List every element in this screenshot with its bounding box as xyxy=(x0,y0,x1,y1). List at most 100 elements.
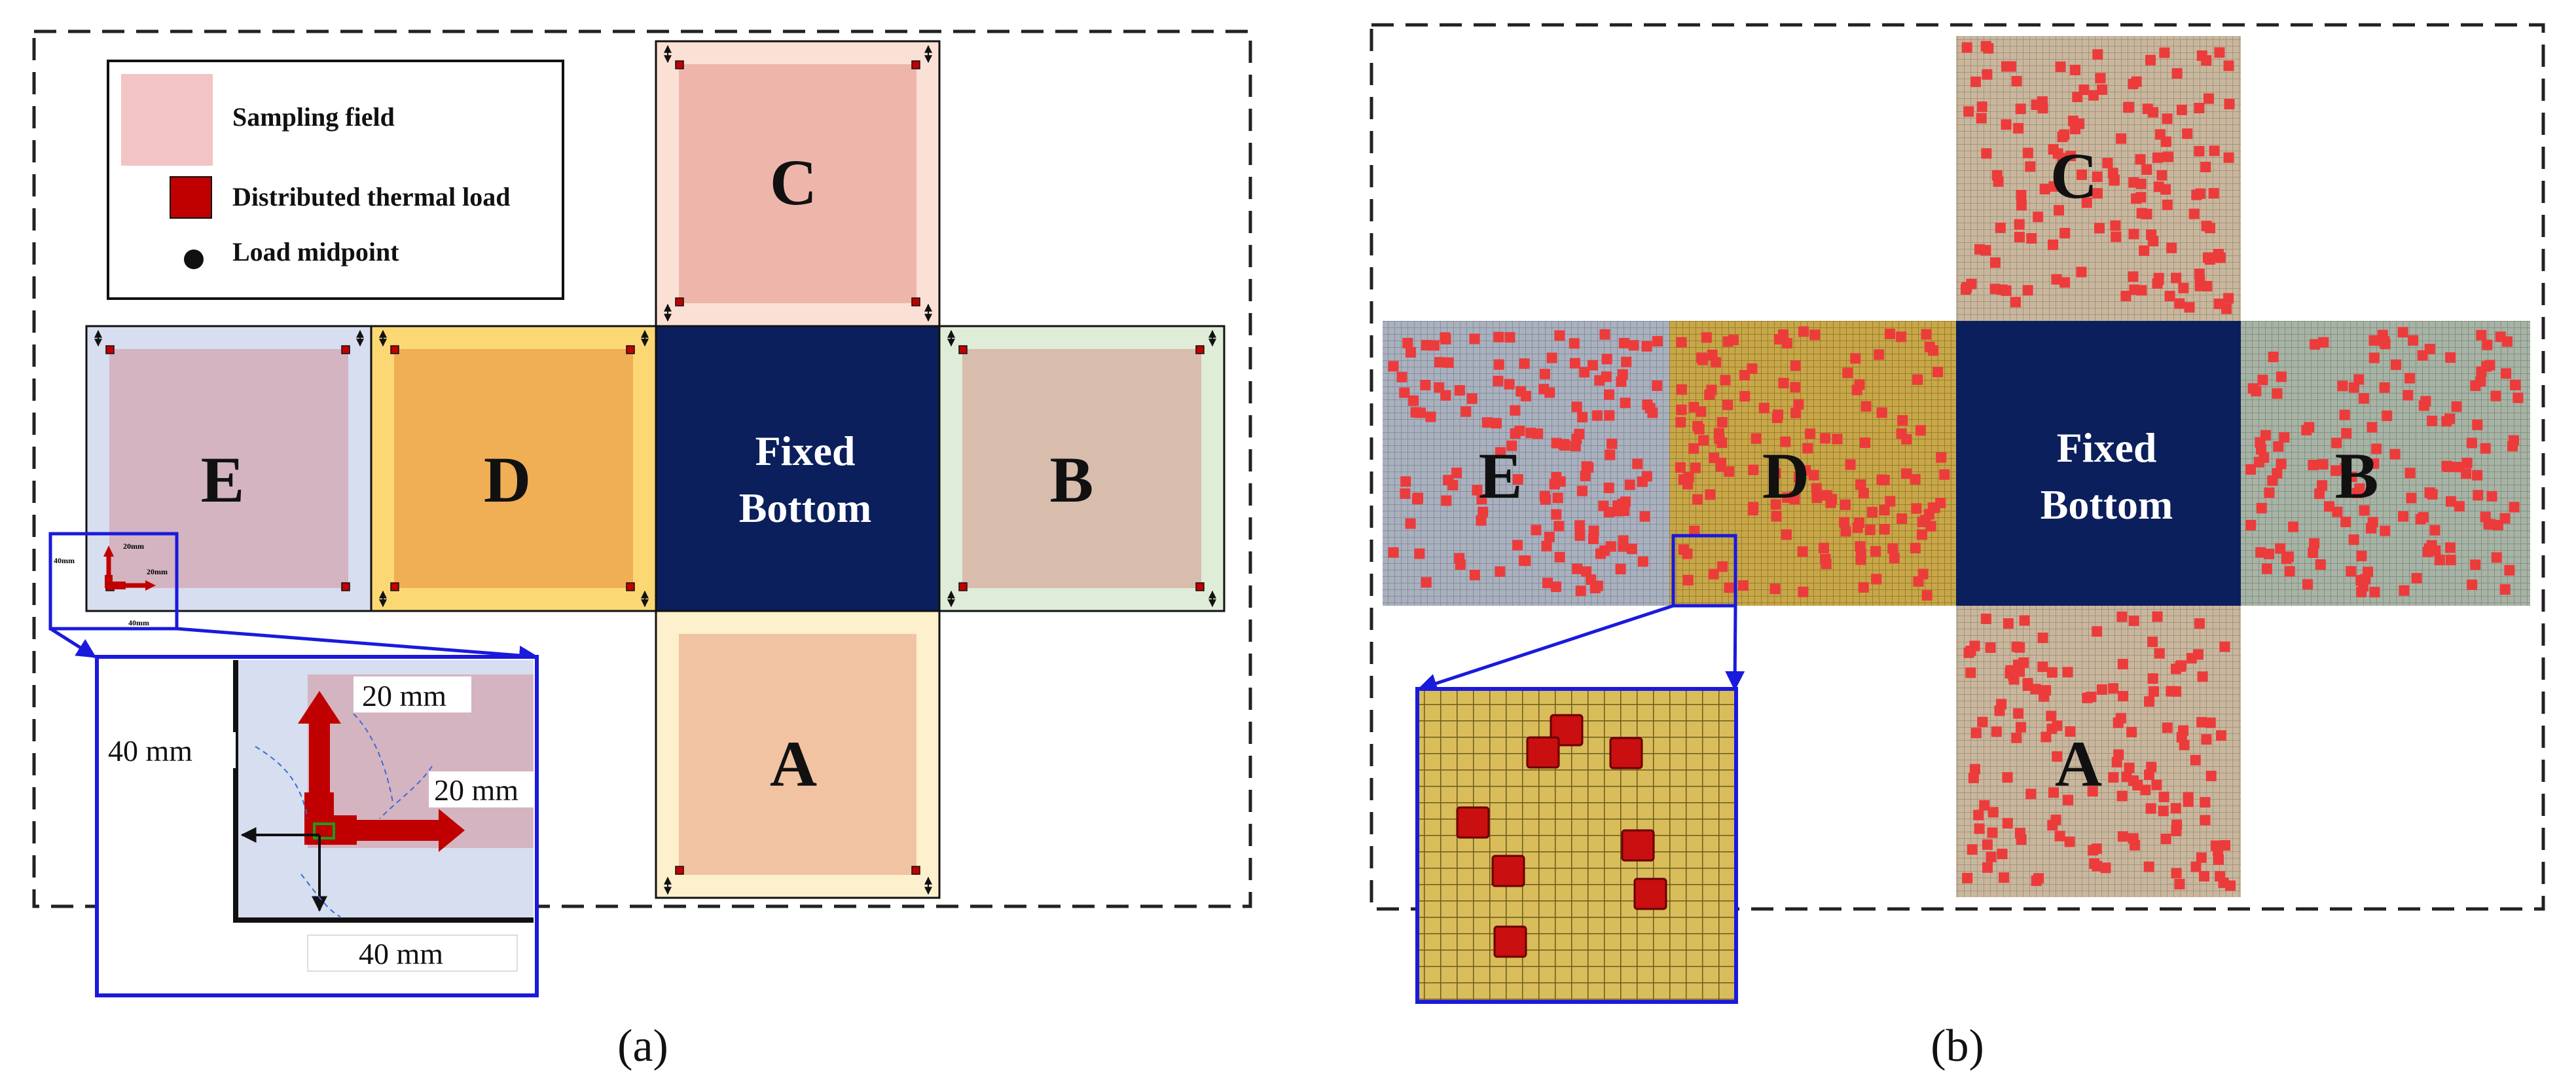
thermal-load-square xyxy=(2476,329,2487,341)
thermal-load-square xyxy=(2429,525,2440,536)
thermal-load-square xyxy=(1577,412,1588,422)
thermal-load-square xyxy=(2389,449,2401,460)
thermal-load-square xyxy=(1748,464,1759,475)
thermal-load-square xyxy=(2194,145,2205,157)
thermal-load-square xyxy=(2223,152,2234,163)
thermal-load-square xyxy=(1399,387,1410,398)
thermal-load-square xyxy=(2001,119,2012,130)
thermal-load-square xyxy=(1802,443,1813,454)
legend-midpoint-dot xyxy=(184,250,204,269)
thermal-load-square xyxy=(2037,661,2048,673)
thermal-load-square xyxy=(2245,464,2256,475)
thermal-load-square xyxy=(2175,661,2186,672)
mesh-fixed-line2: Bottom xyxy=(2041,481,2173,528)
thermal-load-square xyxy=(2443,462,2454,472)
thermal-load-square xyxy=(1896,331,1907,342)
thermal-load-square xyxy=(1790,407,1802,418)
thermal-load-square xyxy=(2348,534,2359,546)
thermal-load-square xyxy=(2124,102,2135,113)
thermal-load-square xyxy=(1510,405,1521,416)
thermal-load-square xyxy=(1601,354,1612,365)
legend-load-label: Distributed thermal load xyxy=(232,182,510,212)
thermal-load-square xyxy=(1716,458,1726,468)
thermal-load-square xyxy=(1820,553,1831,564)
thermal-load-square xyxy=(2353,374,2365,385)
thermal-load-square xyxy=(1717,561,1728,572)
thermal-load-square xyxy=(1858,488,1869,499)
thermal-load-square xyxy=(1676,337,1687,348)
thermal-load-square xyxy=(2482,339,2493,350)
thermal-load-square xyxy=(2399,585,2410,596)
thermal-load-square xyxy=(1790,360,1801,371)
thermal-load-square xyxy=(1692,494,1703,505)
thermal-load-square xyxy=(1771,511,1782,522)
thermal-load-square xyxy=(2174,298,2185,309)
thermal-load-square xyxy=(2129,284,2140,295)
thermal-load-square xyxy=(1402,337,1413,348)
thermal-load-square xyxy=(1969,640,1980,652)
thermal-load-square xyxy=(1778,378,1789,388)
thermal-load-square xyxy=(2005,61,2016,72)
thermal-load-square xyxy=(1518,555,1529,566)
thermal-load-square xyxy=(2427,415,2438,426)
thermal-load-square xyxy=(2219,641,2230,652)
thermal-load-square xyxy=(1871,574,1882,585)
thermal-load-square xyxy=(2162,113,2173,124)
thermal-load-square xyxy=(1970,728,1982,739)
thermal-load-square xyxy=(2025,161,2036,172)
thermal-load-square xyxy=(1939,469,1950,480)
thermal-load-square xyxy=(2340,462,2351,473)
thermal-load-square xyxy=(1414,548,1425,559)
mesh-face-c: C xyxy=(1956,36,2241,321)
thermal-load-square xyxy=(2160,184,2171,195)
thermal-load-square xyxy=(2196,716,2207,728)
thermal-load-square xyxy=(2153,274,2164,286)
thermal-load-square xyxy=(2145,54,2156,65)
thermal-load-square xyxy=(1840,499,1851,510)
thermal-load-square xyxy=(1771,413,1783,423)
thermal-load-square xyxy=(2213,854,2224,865)
thermal-load-square xyxy=(2434,555,2445,566)
thermal-load-square xyxy=(1472,485,1483,496)
mesh-face-b-letter: B xyxy=(2335,439,2379,512)
thermal-load-square xyxy=(1388,547,1399,558)
thermal-load-square xyxy=(2502,336,2513,347)
panel-a-boundary xyxy=(32,29,1252,908)
thermal-load-square xyxy=(1770,468,1781,479)
thermal-load-square xyxy=(2131,76,2142,87)
thermal-load-square xyxy=(2201,221,2212,232)
thermal-load-square xyxy=(2415,513,2426,525)
thermal-load-square xyxy=(1586,574,1597,585)
thermal-load-square xyxy=(2191,189,2202,200)
thermal-load-square xyxy=(2089,858,2100,869)
thermal-load-square xyxy=(1980,614,1991,624)
thermal-load-square xyxy=(1554,330,1565,341)
thermal-load-square xyxy=(2092,188,2103,199)
thermal-load-square xyxy=(1706,384,1717,396)
thermal-load-square xyxy=(1675,416,1686,428)
thermal-load-square xyxy=(2196,50,2207,61)
thermal-load-square xyxy=(1443,475,1454,486)
thermal-load-square xyxy=(1615,564,1626,574)
thermal-load-square xyxy=(2257,375,2268,386)
thermal-load-square xyxy=(1571,401,1582,413)
thermal-load-square xyxy=(1968,772,1979,783)
thermal-load-square xyxy=(2367,422,2378,433)
thermal-load-square xyxy=(2264,487,2275,498)
thermal-load-square xyxy=(2476,366,2487,377)
thermal-load-square xyxy=(2272,468,2283,479)
thermal-load-square xyxy=(2214,47,2225,58)
thermal-load-square xyxy=(2255,547,2266,558)
thermal-load-square xyxy=(2359,505,2370,516)
thermal-load-square xyxy=(2171,868,2182,879)
thermal-load-square xyxy=(1583,462,1594,473)
thermal-load-square xyxy=(2052,148,2063,159)
thermal-load-square xyxy=(2120,291,2132,302)
thermal-load-square xyxy=(2117,659,2128,670)
thermal-load-square xyxy=(2368,335,2380,346)
thermal-load-square xyxy=(1588,534,1599,544)
thermal-load-square xyxy=(1842,367,1853,379)
thermal-load-square xyxy=(1692,420,1703,432)
thermal-load-square xyxy=(2484,360,2495,371)
thermal-load-square xyxy=(1621,356,1632,367)
